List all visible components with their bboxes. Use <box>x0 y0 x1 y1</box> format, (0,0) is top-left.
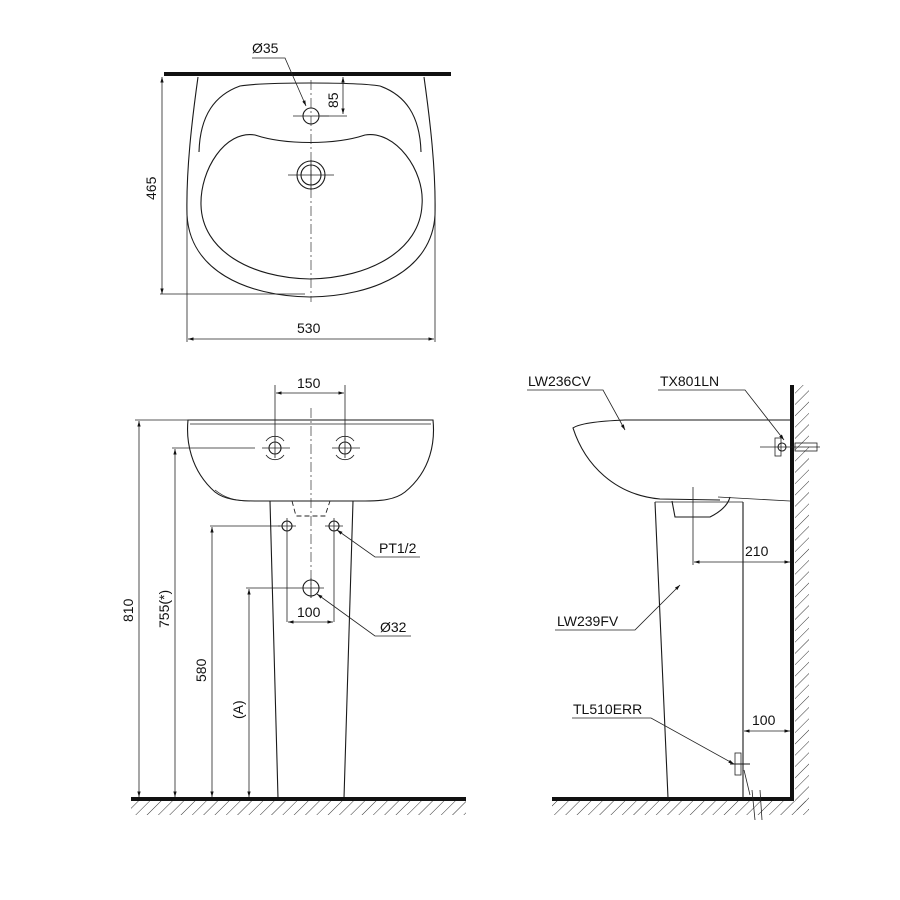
front-view: 150 100 PT1/2 Ø32 810 755(*) 580 (A) <box>120 375 466 815</box>
pedestal-front <box>269 500 354 799</box>
dim-hole-offset: 85 <box>325 92 341 108</box>
basin-bowl-top <box>200 134 423 280</box>
dim-tap-height: 755(*) <box>156 590 172 628</box>
wall-fixing <box>760 437 820 457</box>
dim-depth: 465 <box>143 176 159 200</box>
callout-pedestal: LW239FV <box>557 613 619 629</box>
floor-hatch <box>131 801 466 815</box>
top-view: Ø35 85 465 530 <box>143 40 451 342</box>
dim-tap-spacing: 150 <box>297 375 321 391</box>
dim-hole-diameter: Ø35 <box>252 40 279 56</box>
callout-floor-fixing: TL510ERR <box>573 701 642 717</box>
wall-hatch <box>795 385 809 810</box>
basin-rim-top <box>198 82 422 153</box>
side-view: 210 100 LW236CV TX801LN LW239FV TL510ERR <box>527 373 820 821</box>
dim-supply-height: 580 <box>193 658 209 682</box>
dim-drain-to-wall: 210 <box>745 543 769 559</box>
dim-total-height: 810 <box>120 598 136 622</box>
dim-supply-spacing: 100 <box>297 604 321 620</box>
floor-fixing <box>730 752 763 821</box>
dim-width: 530 <box>297 320 321 336</box>
dim-pedestal-to-wall: 100 <box>752 712 776 728</box>
tap-right <box>332 435 360 461</box>
floor-hatch-side <box>552 801 809 815</box>
basin-outline-top <box>186 76 436 298</box>
dim-drain-height: (A) <box>230 700 246 719</box>
callout-supply-thread: PT1/2 <box>379 540 417 556</box>
tap-left <box>262 435 290 461</box>
callout-wall-fixing: TX801LN <box>660 373 719 389</box>
pedestal-side <box>654 501 744 799</box>
callout-basin: LW236CV <box>528 373 591 389</box>
callout-drain-diameter: Ø32 <box>380 619 407 635</box>
basin-side <box>572 419 790 501</box>
basin-front <box>187 419 434 502</box>
